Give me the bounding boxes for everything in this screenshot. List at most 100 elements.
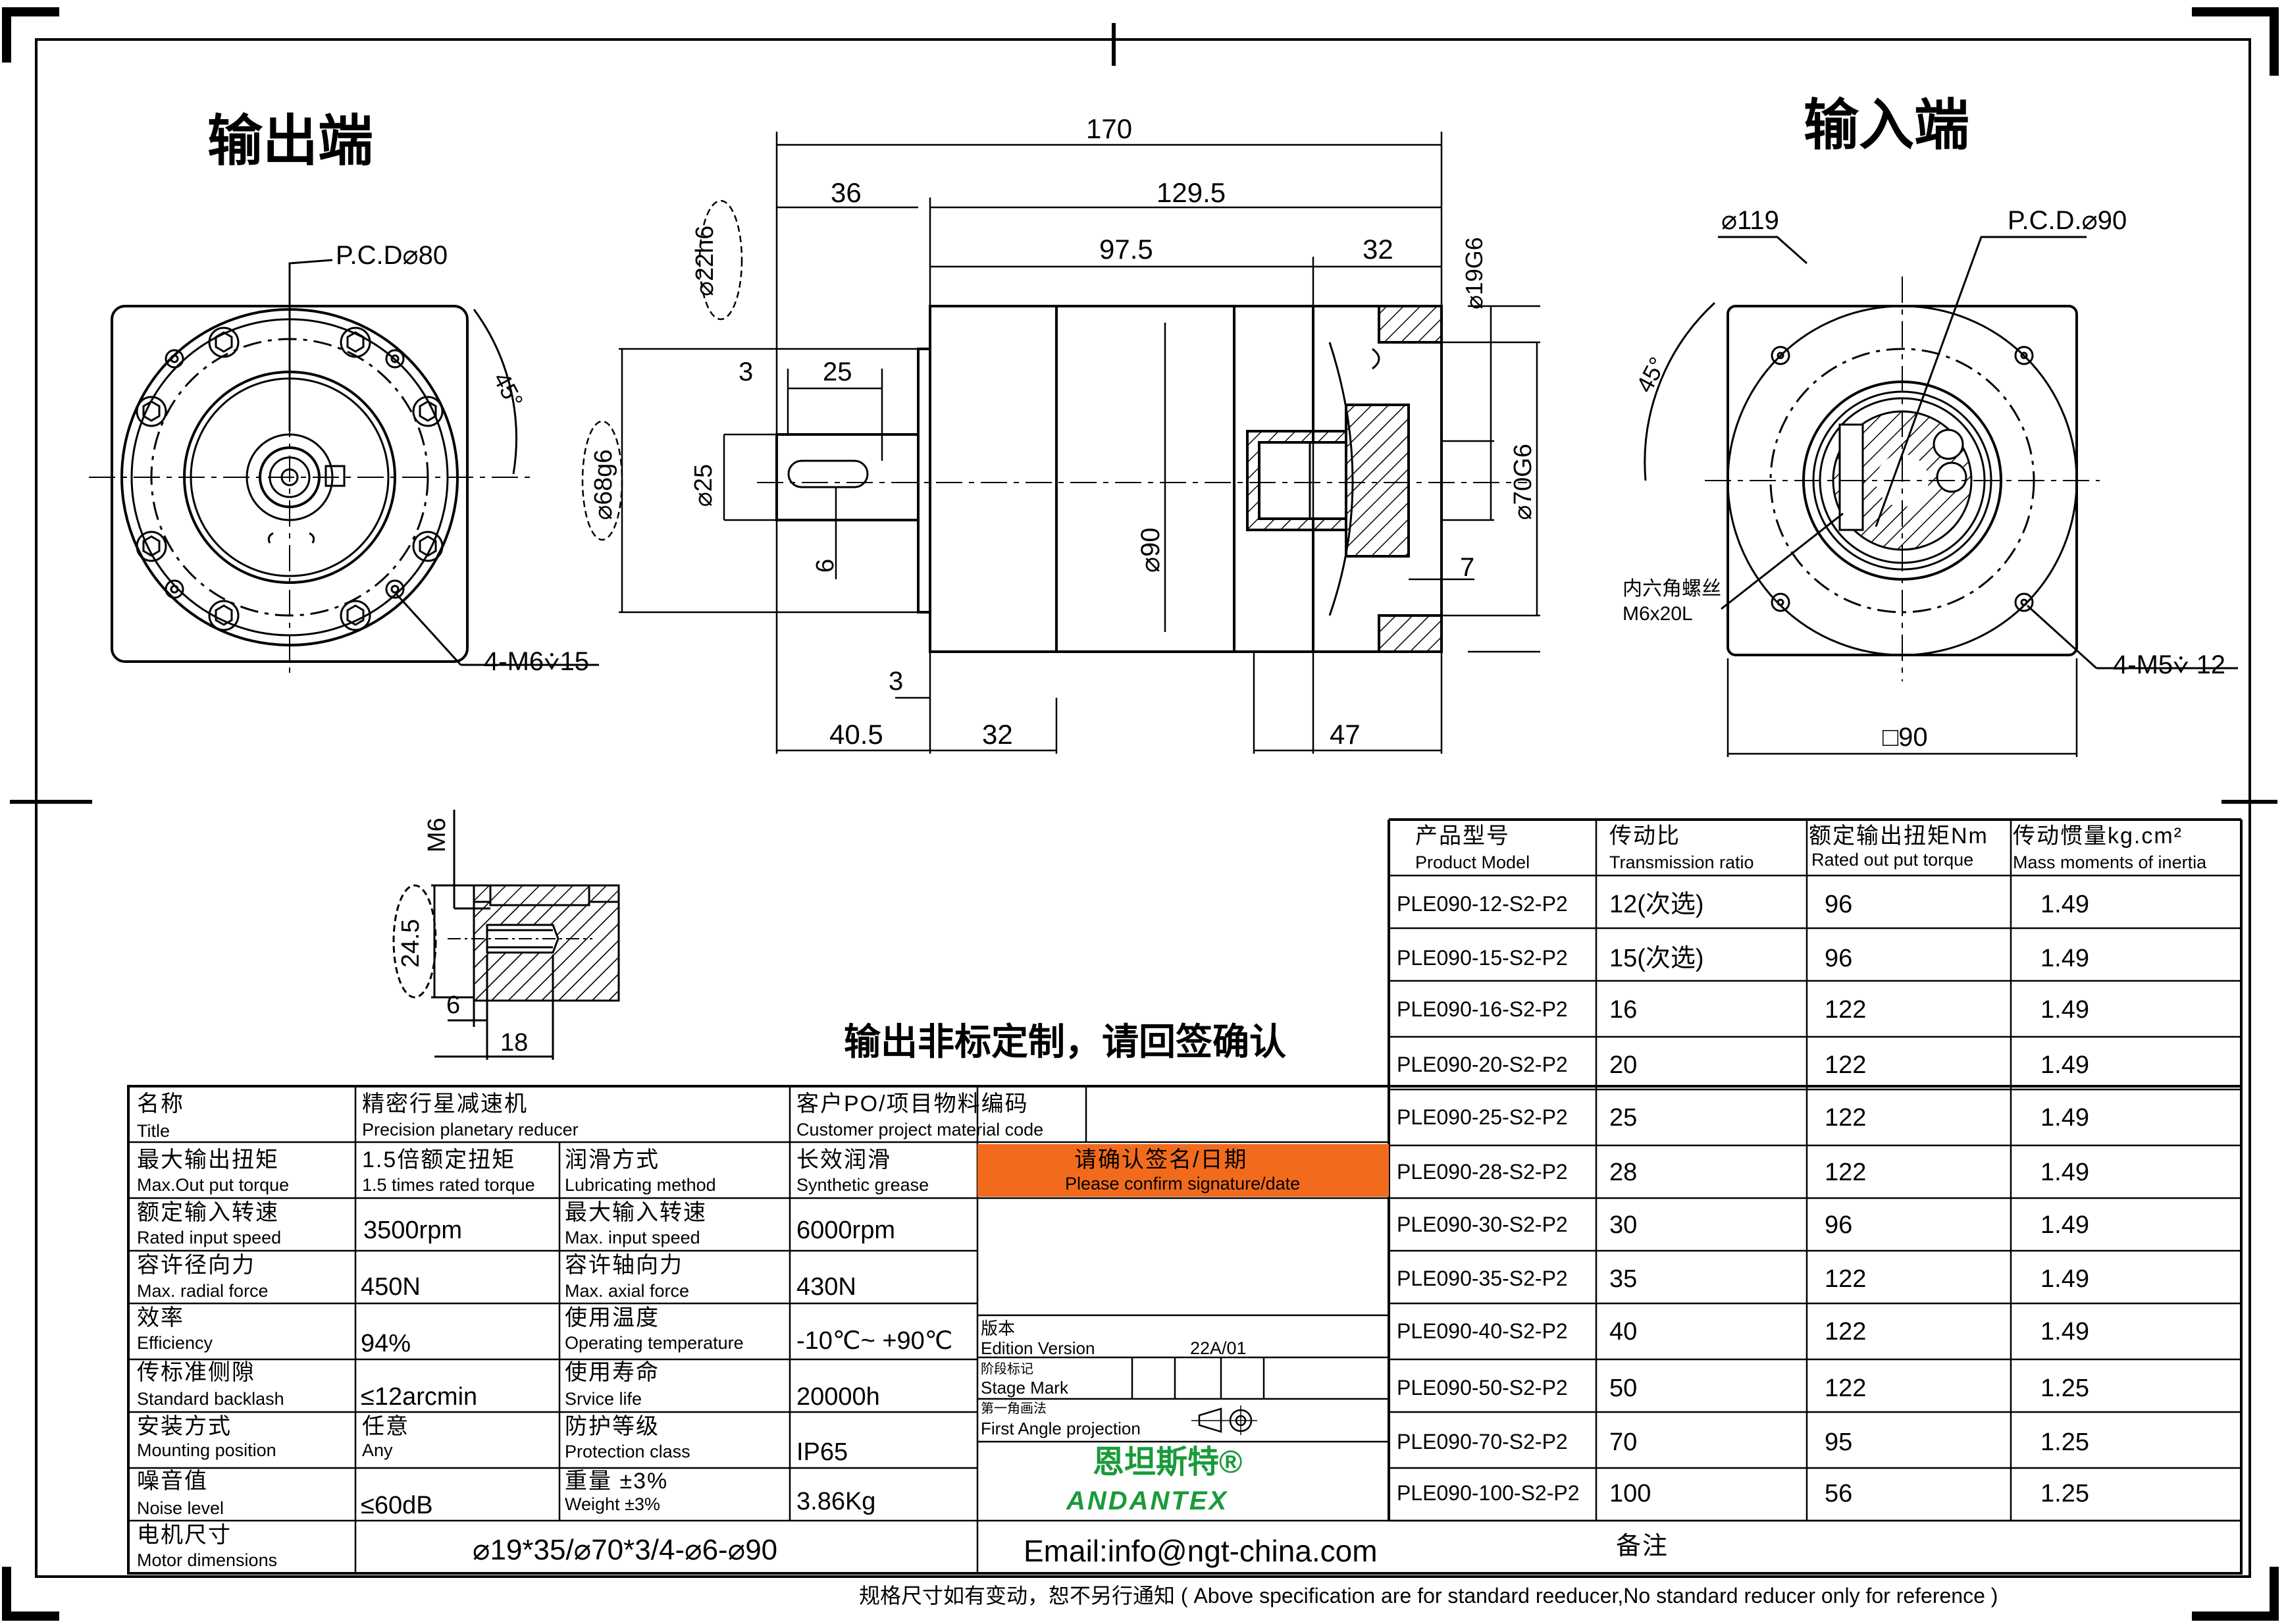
inertia-cell: 1.49 (2040, 1051, 2089, 1079)
projection-en: First Angle projection (981, 1419, 1141, 1438)
dim-input-dia: ⌀119 (1721, 206, 1779, 235)
inertia-header-en: Mass moments of inertia (2013, 852, 2207, 872)
model-cell: PLE090-30-S2-P2 (1397, 1213, 1568, 1236)
spec-life-en: Srvice life (565, 1389, 642, 1409)
model-cell: PLE090-25-S2-P2 (1397, 1105, 1568, 1129)
spec-axial-value: 430N (796, 1273, 856, 1301)
edition-en: Edition Version (981, 1338, 1095, 1358)
first-angle-projection-icon (1191, 1405, 1257, 1435)
confirm-signature-cell[interactable] (977, 1144, 1389, 1197)
spec-rated-input-value: 3500rpm (363, 1217, 462, 1244)
spec-efficiency-cn: 效率 (137, 1305, 184, 1330)
dim-output-holes: 4-M6⩒15 (484, 647, 589, 676)
spec-po-en: Customer project material code (796, 1120, 1044, 1139)
spec-noise-en: Noise level (137, 1498, 224, 1518)
spec-mount-en: Mounting position (137, 1440, 276, 1460)
inertia-cell: 1.49 (2040, 945, 2089, 972)
dim-spigot-dia: ⌀70G6 (1509, 444, 1537, 520)
model-cell: PLE090-40-S2-P2 (1397, 1319, 1568, 1343)
ratio-cell: 28 (1609, 1159, 1638, 1186)
model-cell: PLE090-16-S2-P2 (1397, 997, 1568, 1021)
input-screw-label: M6x20L (1623, 603, 1693, 625)
model-cell: PLE090-35-S2-P2 (1397, 1267, 1568, 1290)
spec-axial-cn: 容许轴向力 (565, 1253, 683, 1278)
spec-title-cn: 名称 (137, 1091, 184, 1116)
model-cell: PLE090-15-S2-P2 (1397, 946, 1568, 970)
torque-cell: 122 (1825, 1104, 1867, 1132)
email[interactable]: Email:info@ngt-china.com (1024, 1534, 1378, 1568)
torque-cell: 95 (1825, 1428, 1853, 1456)
torque-cell: 96 (1825, 1211, 1853, 1239)
dim-tap-m6: M6 (423, 818, 451, 852)
spec-po-cn: 客户PO/项目物料编码 (796, 1091, 1029, 1116)
spec-protection-cn: 防护等级 (565, 1414, 660, 1439)
torque-cell: 96 (1825, 945, 1853, 972)
dim-tap-18: 18 (500, 1029, 529, 1057)
dim-input-pcd: P.C.D.⌀90 (2008, 206, 2127, 235)
torque-cell: 122 (1825, 1265, 1867, 1293)
dim-input-length: 32 (1363, 234, 1393, 265)
custom-note: 输出非标定制，请回签确认 (844, 1021, 1286, 1062)
dim-mid-length: 97.5 (1099, 234, 1153, 265)
spec-max-input-cn: 最大输入转速 (565, 1200, 707, 1225)
spec-weight-value: 3.86Kg (796, 1488, 876, 1515)
ratio-header-en: Transmission ratio (1609, 852, 1754, 872)
ratio-cell: 40 (1609, 1318, 1638, 1346)
spec-table-grid (127, 818, 2243, 1575)
ratio-cell: 30 (1609, 1211, 1638, 1239)
spec-max-input-value: 6000rpm (796, 1217, 895, 1244)
model-cell: PLE090-20-S2-P2 (1397, 1053, 1568, 1076)
stage-en: Stage Mark (981, 1378, 1068, 1398)
model-cell: PLE090-28-S2-P2 (1397, 1160, 1568, 1184)
dim-key-width: 6 (812, 558, 839, 573)
model-cell: PLE090-50-S2-P2 (1397, 1376, 1568, 1400)
dim-pilot-dia: ⌀68g6 (590, 449, 617, 520)
torque-header-en: Rated out put torque (1811, 850, 1974, 870)
spec-max-input-en: Max. input speed (565, 1228, 700, 1247)
output-end-title: 输出端 (207, 110, 374, 172)
dim-flange-3: 3 (889, 667, 904, 696)
dim-shaft-dia: ⌀22h6 (691, 225, 719, 296)
inertia-cell: 1.49 (2040, 1265, 2089, 1293)
dim-key-length: 25 (823, 357, 852, 386)
inertia-cell: 1.49 (2040, 1211, 2089, 1239)
dim-shaft-length: 36 (831, 177, 862, 208)
torque-cell: 122 (1825, 996, 1867, 1024)
inertia-cell: 1.49 (2040, 1104, 2089, 1132)
torque-cell: 122 (1825, 1375, 1867, 1402)
inertia-cell: 1.49 (2040, 891, 2089, 918)
spec-radial-cn: 容许径向力 (137, 1253, 255, 1278)
footer-note: 规格尺寸如有变动，恕不另行通知 ( Above specification ar… (859, 1584, 1998, 1608)
spec-backlash-cn: 传标准侧隙 (137, 1360, 255, 1385)
spec-product-cn: 精密行星减速机 (362, 1091, 528, 1116)
inertia-cell: 1.25 (2040, 1375, 2089, 1402)
ratio-cell: 50 (1609, 1375, 1638, 1402)
model-cell: PLE090-70-S2-P2 (1397, 1430, 1568, 1454)
spec-weight-cn: 重量 ±3% (565, 1469, 669, 1494)
spec-max-torque-value-cn: 1.5倍额定扭矩 (362, 1147, 516, 1172)
inertia-header-cn: 传动惯量kg.cm² (2013, 824, 2183, 849)
spec-max-torque-en: Max.Out put torque (137, 1175, 290, 1195)
spec-max-torque-value-en: 1.5 times rated torque (362, 1175, 535, 1195)
spec-temp-value: -10℃~ +90℃ (796, 1327, 953, 1355)
spec-rated-input-en: Rated input speed (137, 1228, 282, 1247)
model-cell: PLE090-12-S2-P2 (1397, 892, 1568, 916)
output-end-view (89, 259, 599, 678)
inertia-cell: 1.25 (2040, 1428, 2089, 1456)
projection-cn: 第一角画法 (981, 1401, 1047, 1416)
spec-lub-cn: 润滑方式 (565, 1147, 660, 1172)
dim-input-square: □90 (1883, 723, 1928, 752)
spec-protection-value: IP65 (796, 1438, 848, 1466)
spec-radial-value: 450N (361, 1273, 421, 1301)
dim-depth-7: 7 (1460, 553, 1475, 582)
ratio-cell: 16 (1609, 996, 1638, 1024)
model-header-cn: 产品型号 (1415, 824, 1510, 849)
spec-motor-cn: 电机尺寸 (137, 1523, 232, 1548)
torque-cell: 122 (1825, 1318, 1867, 1346)
spec-noise-cn: 噪音值 (137, 1469, 208, 1494)
torque-cell: 96 (1825, 891, 1853, 918)
edition-cn: 版本 (981, 1319, 1016, 1338)
input-end-view (1644, 236, 2238, 757)
inertia-cell: 1.49 (2040, 996, 2089, 1024)
